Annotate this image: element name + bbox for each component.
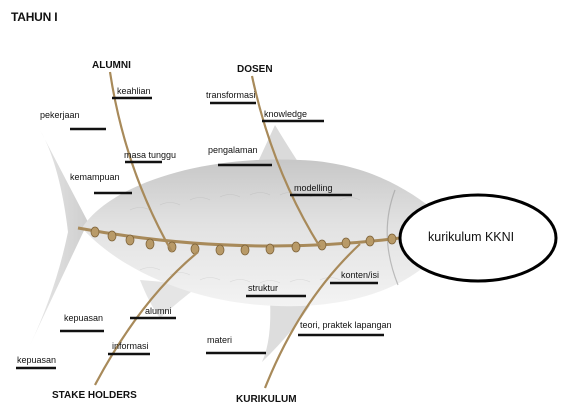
effect-label: kurikulum KKNI bbox=[428, 230, 514, 244]
cause-modelling: modelling bbox=[294, 183, 333, 193]
cause-kemampuan: kemampuan bbox=[70, 172, 120, 182]
cause-materi: materi bbox=[207, 335, 232, 345]
page-title: TAHUN I bbox=[11, 10, 57, 24]
cause-kepuasan-2: kepuasan bbox=[17, 355, 56, 365]
cause-pekerjaan: pekerjaan bbox=[40, 110, 80, 120]
cause-alumni: alumni bbox=[145, 306, 172, 316]
cause-masa-tunggu: masa tunggu bbox=[124, 150, 176, 160]
cause-knowledge: knowledge bbox=[264, 109, 307, 119]
cause-keahlian: keahlian bbox=[117, 86, 151, 96]
cause-teori-praktek: teori, praktek lapangan bbox=[300, 320, 392, 330]
category-kurikulum: KURIKULUM bbox=[236, 394, 297, 405]
cause-struktur: struktur bbox=[248, 283, 278, 293]
category-stakeholders: STAKE HOLDERS bbox=[52, 390, 137, 401]
cause-informasi: informasi bbox=[112, 341, 149, 351]
cause-transformasi: transformasi bbox=[206, 90, 256, 100]
cause-pengalaman: pengalaman bbox=[208, 145, 258, 155]
category-dosen: DOSEN bbox=[237, 64, 273, 75]
category-alumni: ALUMNI bbox=[92, 60, 131, 71]
cause-konten-isi: konten/isi bbox=[341, 270, 379, 280]
cause-kepuasan-1: kepuasan bbox=[64, 313, 103, 323]
